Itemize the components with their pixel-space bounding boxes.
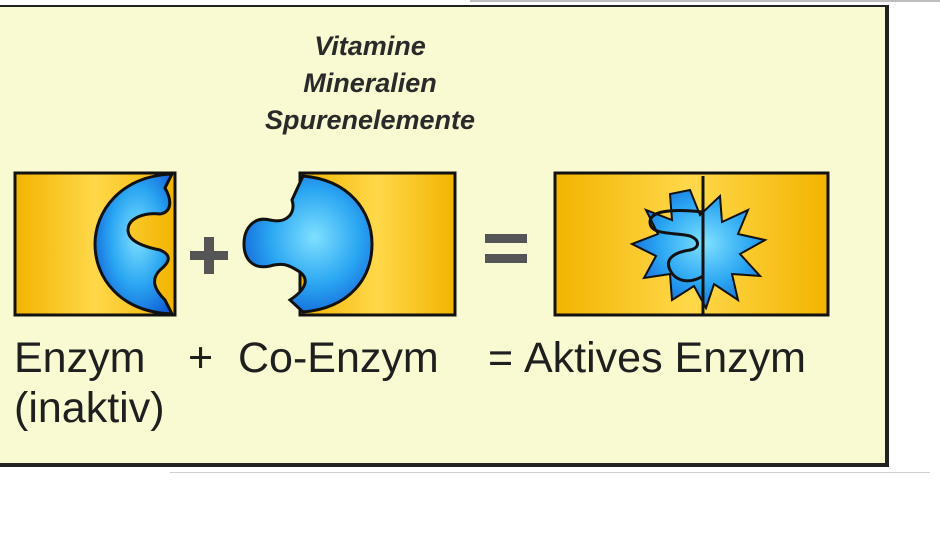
cofactor-vitamine: Vitamine xyxy=(314,31,426,61)
active-enzyme-seam xyxy=(648,176,705,315)
cofactor-spurenelemente: Spurenelemente xyxy=(264,105,476,135)
label-enzyme-state: (inaktiv) xyxy=(14,384,165,432)
plus-operator xyxy=(190,237,228,274)
cofactor-mineralien: Mineralien xyxy=(303,68,437,98)
label-coenzyme: Co-Enzym xyxy=(238,334,439,382)
equals-operator xyxy=(485,234,527,263)
active-enzyme-box xyxy=(553,171,830,317)
bottom-border-line xyxy=(170,472,930,473)
coenzyme-shape xyxy=(242,174,374,314)
coenzyme-box xyxy=(242,171,457,317)
label-equals: = xyxy=(488,334,514,382)
top-border-line xyxy=(470,0,940,2)
label-enzyme: Enzym xyxy=(14,334,146,382)
cofactor-list: Vitamine Mineralien Spurenelemente xyxy=(200,28,540,139)
label-active-enzyme: Aktives Enzym xyxy=(524,334,806,382)
enzyme-shape xyxy=(93,172,175,316)
enzyme-box xyxy=(13,171,177,317)
label-plus: + xyxy=(188,334,214,382)
